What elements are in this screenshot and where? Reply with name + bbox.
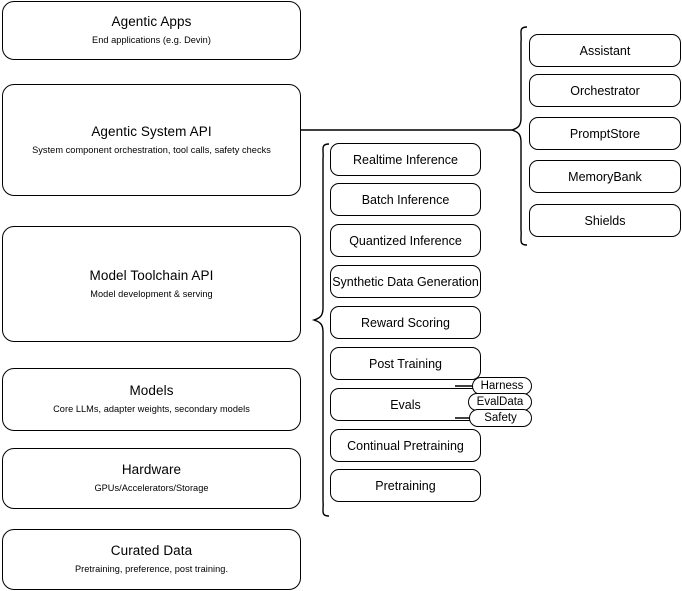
brace-toolchain-capabilities [311,143,330,517]
capability-synthetic-data-generation[interactable]: Synthetic Data Generation [330,265,481,298]
component-label: Assistant [579,43,631,58]
layer-agentic-apps[interactable]: Agentic Apps End applications (e.g. Devi… [2,1,301,60]
capability-continual-pretraining[interactable]: Continual Pretraining [330,429,481,462]
layer-subtitle: Model development & serving [90,288,213,299]
component-label: MemoryBank [568,169,642,184]
capability-realtime-inference[interactable]: Realtime Inference [330,143,481,176]
eval-tag-label: EvalData [476,396,524,408]
component-shields[interactable]: Shields [529,204,681,237]
layer-agentic-system-api[interactable]: Agentic System API System component orch… [2,84,301,196]
eval-tag-label: Safety [484,412,517,424]
component-promptstore[interactable]: PromptStore [529,117,681,150]
capability-label: Reward Scoring [361,315,450,330]
component-label: Orchestrator [570,83,640,98]
layer-subtitle: System component orchestration, tool cal… [32,144,271,155]
layer-curated-data[interactable]: Curated Data Pretraining, preference, po… [2,529,301,590]
eval-tag-evaldata[interactable]: EvalData [468,393,532,411]
component-assistant[interactable]: Assistant [529,34,681,67]
layer-hardware[interactable]: Hardware GPUs/Accelerators/Storage [2,448,301,509]
capability-reward-scoring[interactable]: Reward Scoring [330,306,481,339]
layer-title: Model Toolchain API [89,267,214,283]
capability-label: Batch Inference [361,192,450,207]
eval-tag-label: Harness [480,380,524,392]
capability-label: Post Training [369,356,442,371]
layer-title: Models [129,383,174,399]
brace-system-components [509,26,528,246]
component-orchestrator[interactable]: Orchestrator [529,74,681,107]
layer-models[interactable]: Models Core LLMs, adapter weights, secon… [2,368,301,431]
layer-subtitle: GPUs/Accelerators/Storage [94,483,209,494]
capability-label: Realtime Inference [353,152,458,167]
capability-label: Synthetic Data Generation [332,274,479,289]
capability-post-training[interactable]: Post Training [330,347,481,380]
component-label: PromptStore [569,126,641,141]
component-memorybank[interactable]: MemoryBank [529,160,681,193]
layer-title: Agentic Apps [111,14,192,30]
layer-model-toolchain-api[interactable]: Model Toolchain API Model development & … [2,226,301,342]
capability-batch-inference[interactable]: Batch Inference [330,183,481,216]
eval-tag-safety[interactable]: Safety [469,409,532,427]
capability-label: Continual Pretraining [347,438,464,453]
layer-title: Hardware [121,462,182,478]
capability-label: Pretraining [375,478,436,493]
layer-subtitle: Pretraining, preference, post training. [74,564,229,575]
layer-subtitle: Core LLMs, adapter weights, secondary mo… [53,404,250,415]
eval-tag-harness[interactable]: Harness [472,377,532,395]
capability-evals[interactable]: Evals [330,388,481,421]
layer-title: Agentic System API [91,123,212,139]
capability-label: Evals [390,397,421,412]
layer-subtitle: End applications (e.g. Devin) [92,35,211,46]
layer-title: Curated Data [110,543,193,559]
capability-label: Quantized Inference [349,233,462,248]
capability-quantized-inference[interactable]: Quantized Inference [330,224,481,257]
capability-pretraining[interactable]: Pretraining [330,469,481,502]
component-label: Shields [584,213,626,228]
